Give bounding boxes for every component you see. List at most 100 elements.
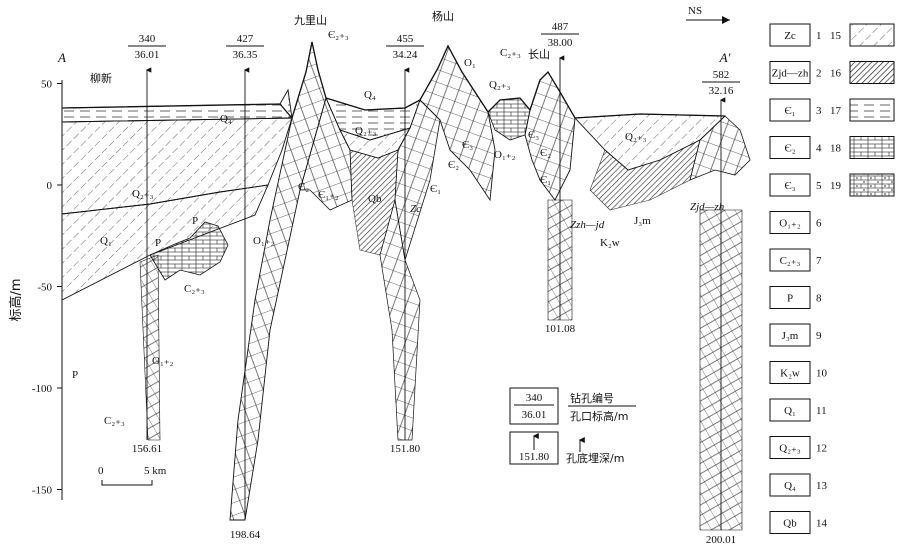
place-changshan: 长山 — [528, 48, 550, 61]
borehole-key-id-label: 钻孔编号 — [570, 391, 614, 405]
stratum-label-q1-left: Q₁ — [100, 235, 112, 247]
legend-num-12: 12 — [816, 443, 827, 455]
legend-symbol-9: J₃m — [782, 330, 799, 342]
stratum-label-c23-fold: C₂₊₃ — [184, 283, 205, 295]
stratum-label-o12-left: O₁₊₂ — [152, 355, 174, 367]
stratum-label-p-mid: P — [155, 237, 161, 249]
legend-num-9: 9 — [816, 330, 822, 342]
borehole-455: 455 34.24 151.80 — [386, 33, 424, 455]
legend-box-7 — [769, 248, 811, 272]
stratum-label-zzhjd: Zzh—jd — [570, 219, 605, 231]
borehole-key-depth-box — [509, 431, 559, 465]
legend-box-1 — [769, 23, 811, 47]
stratum-label-e23-jiuli: Є₂₊₃ — [328, 29, 349, 41]
legend-symbol-6: O₁₊₂ — [779, 218, 801, 230]
borehole-455-id: 455 — [397, 33, 414, 45]
elevation-axis-label: 标高/m — [8, 278, 24, 321]
layer-q1-left — [61, 184, 269, 301]
borehole-427-elev: 36.35 — [233, 49, 258, 61]
elevation-tick-label: -100 — [32, 383, 53, 395]
legend-num-18: 18 — [830, 143, 842, 155]
borehole-487-depth: 101.08 — [545, 323, 576, 335]
stratum-label-q4-left: Q₄ — [220, 113, 232, 125]
layer-c23-fold — [149, 221, 229, 281]
borehole-key-elev-label: 孔口标高/m — [570, 409, 628, 423]
layer-e12-center — [299, 96, 353, 211]
place-liuxin: 柳新 — [90, 71, 112, 85]
legend-symbol-7: C₂₊₃ — [780, 255, 801, 267]
legend-swatch-16 — [849, 61, 895, 84]
borehole-340-elev: 36.01 — [135, 49, 160, 61]
borehole-487-elev: 38.00 — [548, 37, 573, 49]
layer-c23-fold-center — [487, 97, 531, 141]
stratum-label-q23-left: Q₂₊₃ — [132, 188, 154, 200]
stratum-label-k2w: K₂w — [600, 237, 620, 249]
borehole-582: 582 32.16 200.01 — [702, 69, 740, 546]
direction-arrowhead — [722, 16, 730, 24]
legend-box-8 — [769, 286, 811, 309]
legend-symbol-11: Q₁ — [784, 405, 796, 417]
stratum-label-q23-yang: Q₂₊₃ — [489, 79, 511, 91]
legend-symbol-8: P — [787, 293, 793, 305]
legend-num-4: 4 — [816, 143, 822, 155]
legend-box-14 — [769, 511, 811, 534]
legend-symbol-3: Є₁ — [784, 105, 795, 117]
borehole-key-id: 340 — [526, 392, 543, 404]
direction-label: NS — [688, 5, 702, 17]
legend-num-14: 14 — [816, 518, 828, 530]
legend-num-8: 8 — [816, 293, 822, 305]
stratum-label-e12-center: Є₁₊₂ — [318, 189, 339, 201]
place-yangshan: 杨山 — [432, 9, 454, 23]
legend-box-3 — [769, 98, 811, 122]
borehole-340-id: 340 — [139, 33, 156, 45]
borehole-340: 340 36.01 156.61 — [128, 33, 166, 455]
legend-num-7: 7 — [816, 255, 822, 267]
legend-symbol-2: Zjd—zh — [772, 68, 809, 80]
legend-num-15: 15 — [830, 30, 842, 42]
borehole-key-elev: 36.01 — [522, 409, 547, 421]
scale-five: 5 km — [144, 465, 167, 477]
legend-num-5: 5 — [816, 180, 822, 192]
borehole-427-depth: 198.64 — [230, 529, 261, 541]
stratum-label-o12-yang: O₁₊₂ — [494, 149, 516, 161]
stratum-label-q4-center: Q₄ — [364, 89, 376, 101]
legend-symbol-5: Є₃ — [784, 180, 795, 192]
legend-num-11: 11 — [816, 405, 827, 417]
legend-num-2: 2 — [816, 68, 822, 80]
stratum-label-c23-left: C₂₊₃ — [104, 415, 125, 427]
stratum-label-p-fold: P — [192, 215, 198, 227]
legend-symbol-4: Є₂ — [784, 143, 795, 155]
legend-symbol-10: K₂w — [780, 368, 800, 380]
legend-box-2 — [769, 61, 811, 84]
legend-num-6: 6 — [816, 218, 822, 230]
borehole-key-depth: 151.80 — [519, 451, 550, 463]
legend-num-3: 3 — [816, 105, 822, 117]
borehole-key: 340 36.01 钻孔编号 孔口标高/m 151.80 孔底埋深/m — [509, 387, 636, 465]
borehole-582-depth: 200.01 — [706, 534, 736, 546]
stratum-label-q23-center: Q₂₊₃ — [355, 125, 377, 137]
section-start-label: A — [57, 50, 66, 65]
layer-right-steep — [689, 115, 751, 181]
legend-symbol-1: Zc — [784, 30, 796, 42]
borehole-487: 487 38.00 101.08 — [541, 21, 579, 335]
legend-symbol-14: Qb — [783, 518, 797, 530]
stratum-label-e3-center: Є₃ — [462, 139, 473, 151]
legend-num-16: 16 — [830, 68, 842, 80]
borehole-455-depth: 151.80 — [390, 443, 421, 455]
stratum-label-e2-jiuli: Є₂ — [298, 181, 309, 193]
ground-surface — [61, 41, 726, 120]
elevation-tick-label: 50 — [41, 79, 53, 91]
legend-box-4 — [769, 136, 811, 159]
legend-num-1: 1 — [816, 30, 822, 42]
legend-num-10: 10 — [816, 368, 828, 380]
stratum-label-e1-center: Є₁ — [430, 183, 441, 195]
legend-symbol-13: Q₄ — [784, 480, 796, 492]
legend-num-19: 19 — [830, 180, 842, 192]
borehole-582-id: 582 — [713, 69, 730, 81]
legend-swatch-17 — [849, 98, 895, 122]
stratum-label-qb: Qb — [368, 193, 382, 205]
scale-bar: 0 5 km — [98, 465, 167, 486]
